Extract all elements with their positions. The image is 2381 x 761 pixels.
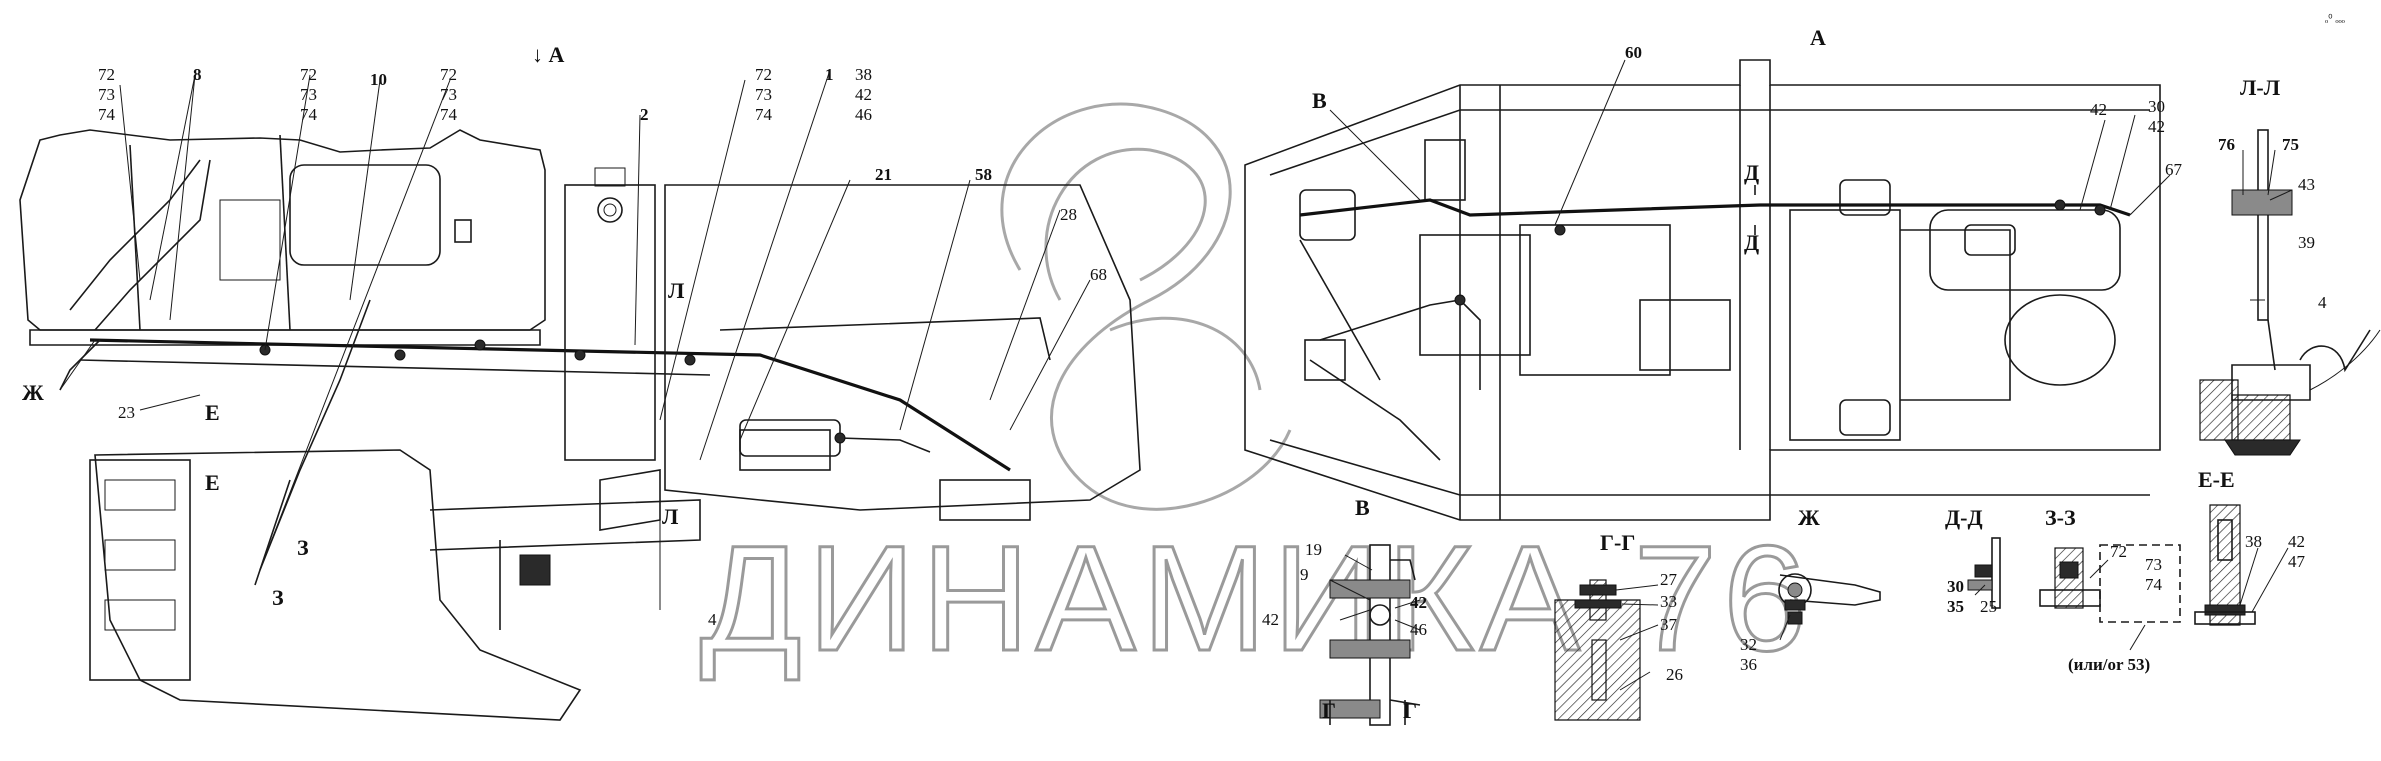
callout-73: 73 (755, 85, 772, 104)
callout-28: 28 (1060, 205, 1077, 224)
left-view-labels: ↓ А 72 73 74 8 72 73 74 10 72 73 74 2 72… (22, 42, 1107, 629)
callout-21: 21 (875, 165, 892, 184)
callout-42: 42 (1410, 593, 1427, 612)
section-mark-l: Л (662, 504, 679, 529)
callout-46: 46 (855, 105, 872, 124)
callout-74: 74 (98, 105, 116, 124)
section-z-z: З-З 72 73 74 (или/or 53) (2039, 505, 2181, 674)
section-d-d-title: Д-Д (1945, 505, 1983, 530)
callout-43: 43 (2298, 175, 2315, 194)
callout-4: 4 (2318, 293, 2327, 312)
section-mark-g: Г (1322, 698, 1336, 723)
corner-mark: ₒ⁰ ₒₒₒ (2325, 13, 2345, 25)
section-d-d: Д-Д 30 35 25 (1945, 505, 2001, 616)
section-mark-d: Д (1744, 230, 1759, 255)
view-b-title: В (1355, 495, 1370, 520)
callout-35: 35 (1947, 597, 1964, 616)
watermark-text: ДИНАМИКА 76 (700, 514, 1812, 682)
callout-42: 42 (1262, 610, 1279, 629)
callout-73: 73 (98, 85, 115, 104)
callout-38: 38 (2245, 532, 2262, 551)
section-mark-e: Е (205, 470, 220, 495)
callout-39: 39 (2298, 233, 2315, 252)
callout-26: 26 (1666, 665, 1683, 684)
callout-42: 42 (2090, 100, 2107, 119)
callout-72: 72 (300, 65, 317, 84)
callout-74: 74 (440, 105, 458, 124)
callout-76: 76 (2218, 135, 2235, 154)
callout-47: 47 (2288, 552, 2306, 571)
callout-4: 4 (708, 610, 717, 629)
section-g-g-title: Г-Г (1600, 530, 1635, 555)
callout-9: 9 (1300, 565, 1309, 584)
section-mark-d: Д (1744, 160, 1759, 185)
view-a-top (1244, 59, 2171, 521)
callout-73: 73 (440, 85, 457, 104)
section-g-g: Г-Г 27 33 37 26 (1554, 530, 1683, 721)
callout-58: 58 (975, 165, 992, 184)
callout-42: 42 (2148, 117, 2165, 136)
section-mark-g: Г (1403, 698, 1417, 723)
section-mark-e: Е (205, 400, 220, 425)
callout-46: 46 (1410, 620, 1427, 639)
section-l-l: Л-Л 76 75 43 39 4 (2199, 75, 2381, 456)
watermark-logo (1000, 102, 1292, 511)
callout-23: 23 (118, 403, 135, 422)
view-b: В 19 9 42 42 46 Г Г (1262, 495, 1427, 726)
view-a-title: А (1810, 25, 1826, 50)
callout-10: 10 (370, 70, 387, 89)
callout-42: 42 (2288, 532, 2305, 551)
side-view-tractor (19, 69, 1141, 721)
callout-72: 72 (2110, 542, 2127, 561)
callout-25: 25 (1980, 597, 1997, 616)
callout-8: 8 (193, 65, 202, 84)
callout-73: 73 (2145, 555, 2162, 574)
callout-32: 32 (1740, 635, 1757, 654)
watermark: ДИНАМИКА 76 (699, 102, 1812, 684)
section-mark-z: З (272, 585, 284, 610)
section-e-e-title: Е-Е (2198, 467, 2235, 492)
callout-38: 38 (855, 65, 872, 84)
section-l-l-title: Л-Л (2240, 75, 2281, 100)
callout-2: 2 (640, 105, 649, 124)
section-mark-z: З (297, 535, 309, 560)
callout-72: 72 (755, 65, 772, 84)
callout-72: 72 (98, 65, 115, 84)
callout-19: 19 (1305, 540, 1322, 559)
callout-60: 60 (1625, 43, 1642, 62)
callout-27: 27 (1660, 570, 1678, 589)
section-mark-l: Л (668, 278, 685, 303)
view-a-arrow: ↓ А (532, 42, 565, 67)
callout-42: 42 (855, 85, 872, 104)
callout-75: 75 (2282, 135, 2299, 154)
section-z-z-title: З-З (2045, 505, 2076, 530)
section-mark-b: В (1312, 88, 1327, 113)
callout-68: 68 (1090, 265, 1107, 284)
callout-36: 36 (1740, 655, 1757, 674)
callout-72: 72 (440, 65, 457, 84)
callout-74: 74 (2145, 575, 2163, 594)
alt-part-note: (или/or 53) (2068, 655, 2150, 674)
callout-74: 74 (300, 105, 318, 124)
callout-1: 1 (825, 65, 834, 84)
callout-33: 33 (1660, 592, 1677, 611)
callout-67: 67 (2165, 160, 2183, 179)
section-zh: Ж 32 36 (1740, 505, 1881, 674)
view-a-labels: А 60 В 42 30 42 67 Д Д (1312, 25, 2183, 255)
callout-30: 30 (2148, 97, 2165, 116)
section-mark-zh: Ж (22, 380, 44, 405)
callout-30: 30 (1947, 577, 1964, 596)
section-zh-title: Ж (1798, 505, 1820, 530)
section-e-e: Е-Е 38 42 47 (2194, 467, 2306, 626)
callout-37: 37 (1660, 615, 1678, 634)
callout-74: 74 (755, 105, 773, 124)
callout-73: 73 (300, 85, 317, 104)
